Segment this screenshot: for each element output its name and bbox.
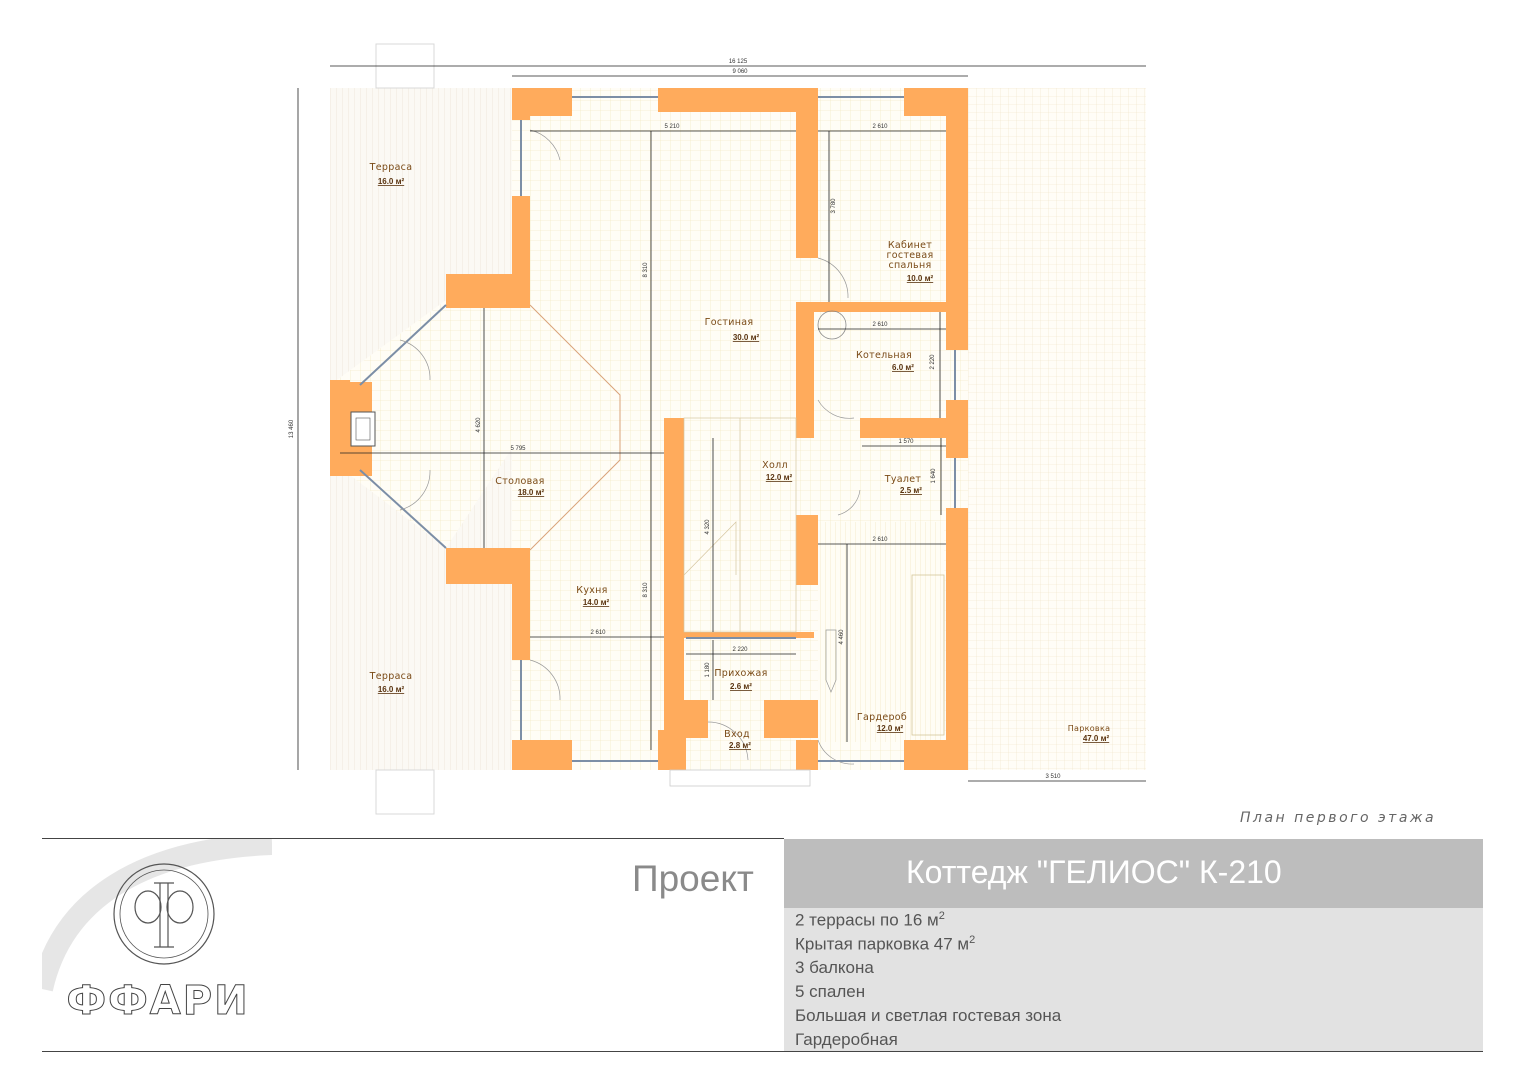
wardrobe-floor [818, 522, 944, 742]
doors [399, 129, 861, 765]
project-title-bar [784, 839, 1483, 908]
logo-text: ФФАРИ [66, 978, 249, 1024]
dining-floor [330, 300, 512, 548]
dim-living-height: 8 310 [643, 262, 649, 278]
features-box [784, 908, 1483, 1051]
dim-total-height: 13 460 [289, 419, 295, 438]
project-title: Коттедж "ГЕЛИОС" К-210 [906, 854, 1282, 890]
parking-floor [968, 88, 1146, 770]
staircase [683, 417, 797, 633]
fireplace [350, 411, 376, 447]
room-hall-area: 12.0 м² [766, 473, 793, 482]
feature-item: Крытая парковка 47 м2 [795, 934, 976, 954]
dim-total-width: 16 125 [729, 59, 748, 65]
room-terrace-bottom-area: 16.0 м² [378, 685, 405, 694]
room-terrace-top-area: 16.0 м² [378, 177, 405, 186]
room-wardrobe-area: 12.0 м² [877, 724, 904, 733]
dim-vestibule-height: 1 180 [705, 662, 711, 678]
dim-dining-width: 5 795 [510, 446, 526, 452]
feature-item: Большая и светлая гостевая зона [795, 1006, 1062, 1025]
room-office-line2: гостевая [887, 250, 934, 261]
room-dining-area: 18.0 м² [518, 488, 545, 497]
dim-office-height: 3 780 [831, 198, 837, 214]
room-vestibule-area: 2.6 м² [730, 682, 752, 691]
room-dining-name: Столовая [495, 476, 544, 487]
dim-main-width: 9 060 [732, 69, 748, 75]
dim-dining-height: 4 620 [476, 417, 482, 433]
windows [359, 96, 956, 762]
feature-item: 2 террасы по 16 м2 [795, 910, 945, 930]
dim-wc-width: 1 570 [898, 439, 914, 445]
boiler-equipment [817, 310, 847, 340]
project-label: Проект [632, 858, 754, 899]
dim-parking-width: 3 510 [1045, 774, 1061, 780]
plan-title: План первого этажа [1240, 810, 1437, 826]
dim-boiler-height: 2 220 [930, 354, 936, 370]
company-logo: ФФАРИ [42, 839, 272, 1025]
room-terrace-bottom-name: Терраса [369, 671, 413, 682]
dimension-lines [297, 65, 1146, 782]
dim-office-width: 2 610 [872, 124, 888, 130]
room-living-name: Гостиная [705, 317, 754, 328]
dim-wc-height: 1 640 [931, 468, 937, 484]
room-boiler-area: 6.0 м² [892, 363, 914, 372]
dim-hall-height: 4 320 [705, 519, 711, 535]
room-parking-name: Парковка [1068, 724, 1111, 733]
dim-kitchen-height: 8 310 [643, 582, 649, 598]
dim-living-width: 5 210 [664, 124, 680, 130]
title-block-top-line [42, 838, 784, 839]
room-parking-area: 47.0 м² [1083, 734, 1110, 743]
dim-vestibule-width: 2 220 [732, 647, 748, 653]
entrance-porch [669, 769, 811, 787]
room-kitchen-area: 14.0 м² [583, 598, 610, 607]
feature-item: 3 балкона [795, 958, 874, 977]
room-wc-name: Туалет [884, 474, 922, 485]
room-entrance-area: 2.8 м² [729, 741, 751, 750]
title-block-bottom-line [42, 1051, 1483, 1052]
terrace-steps-bottom [375, 769, 435, 815]
dining-bay-outline [529, 304, 621, 551]
room-wc-area: 2.5 м² [900, 486, 922, 495]
room-wardrobe-name: Гардероб [857, 712, 907, 723]
feature-item: 5 спален [795, 982, 866, 1001]
room-kitchen-name: Кухня [576, 585, 607, 596]
wardrobe-shelf [911, 574, 945, 736]
room-hall-name: Холл [762, 460, 788, 471]
room-vestibule-name: Прихожая [714, 668, 767, 679]
floor-plan: 16 125 9 060 13 460 5 210 2 610 3 780 8 … [289, 43, 1146, 815]
dim-wardrobe-width: 2 610 [872, 537, 888, 543]
dim-wardrobe-height: 4 460 [839, 629, 845, 645]
room-living-area: 30.0 м² [733, 333, 760, 342]
feature-item: Гардеробная [795, 1030, 898, 1049]
room-entrance-name: Вход [724, 729, 750, 740]
room-office-line3: спальня [889, 260, 932, 271]
room-boiler-name: Котельная [856, 350, 912, 361]
room-office-area: 10.0 м² [907, 274, 934, 283]
walls [330, 88, 968, 770]
room-office-line1: Кабинет [888, 240, 932, 251]
dim-kitchen-width: 2 610 [590, 630, 606, 636]
dim-boiler-width: 2 610 [872, 322, 888, 328]
room-terrace-top-name: Терраса [369, 162, 413, 173]
wardrobe-item [825, 629, 837, 693]
